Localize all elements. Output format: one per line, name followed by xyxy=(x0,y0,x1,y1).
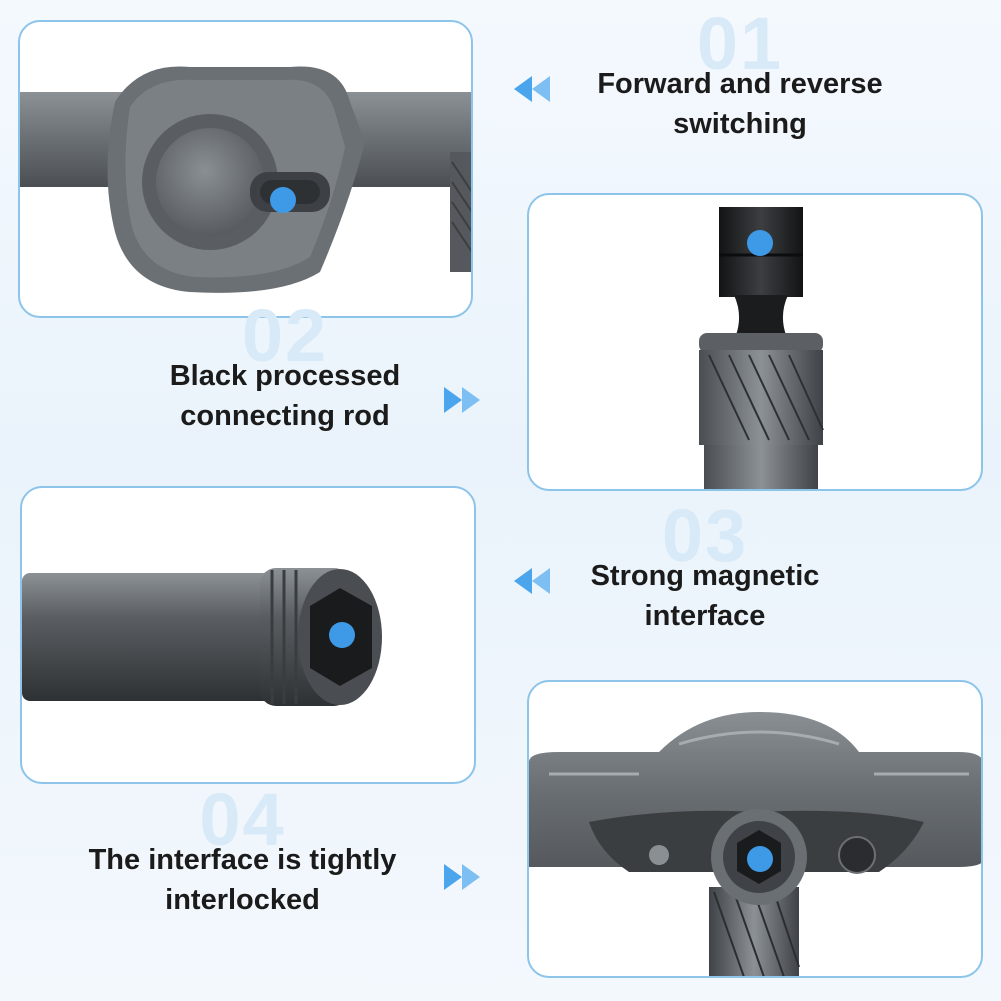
feature-number: 01 xyxy=(696,2,784,85)
hotspot-marker[interactable] xyxy=(747,230,773,256)
feature-text-line1: The interface is tightly xyxy=(88,844,397,876)
feature-text-line1: Black processed xyxy=(169,360,401,392)
feature-label-3: 03 Strong magnetic interface xyxy=(570,499,840,636)
double-triangle-right-icon xyxy=(444,387,480,413)
double-triangle-right-icon xyxy=(444,864,480,890)
feature-text-line2: switching xyxy=(673,108,807,140)
feature-text-line2: interface xyxy=(644,600,766,632)
feature-panel-2 xyxy=(527,193,983,491)
feature-label-4: 04 The interface is tightly interlocked xyxy=(60,783,425,920)
hotspot-marker[interactable] xyxy=(270,187,296,213)
hotspot-marker[interactable] xyxy=(747,846,773,872)
hotspot-marker[interactable] xyxy=(329,622,355,648)
feature-text-line1: Forward and reverse xyxy=(597,68,883,100)
feature-panel-3 xyxy=(20,486,476,784)
feature-label-1: 01 Forward and reverse switching xyxy=(570,7,910,144)
feature-text-line1: Strong magnetic xyxy=(590,560,820,592)
feature-text-line2: connecting rod xyxy=(180,400,390,432)
double-triangle-left-icon xyxy=(514,568,550,594)
feature-text-line2: interlocked xyxy=(165,884,320,916)
feature-panel-4 xyxy=(527,680,983,978)
interlocked-interface-image xyxy=(529,712,981,976)
feature-number: 02 xyxy=(241,294,329,377)
magnetic-interface-image xyxy=(22,568,382,706)
feature-panel-1 xyxy=(18,20,473,318)
double-triangle-left-icon xyxy=(514,76,550,102)
feature-label-2: 02 Black processed connecting rod xyxy=(135,299,435,436)
ratchet-switch-image xyxy=(20,66,471,293)
feature-number: 03 xyxy=(661,494,749,577)
feature-number: 04 xyxy=(199,778,286,861)
